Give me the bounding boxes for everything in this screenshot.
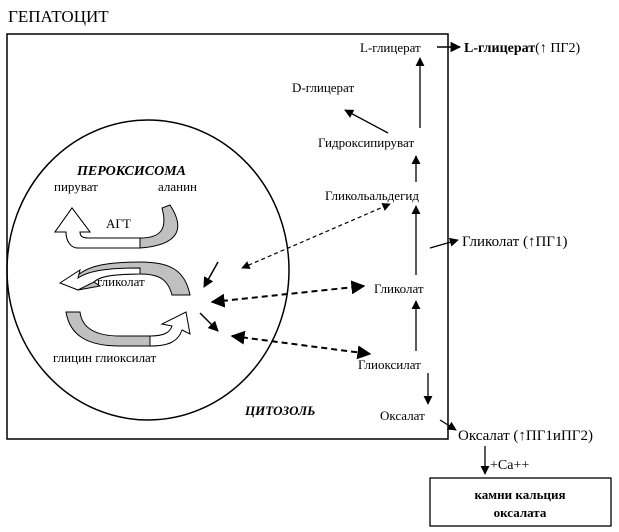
peroxisome-title: ПЕРОКСИСОМА [76,164,186,179]
arrow-peroxisome-in-1 [203,261,219,288]
oxalate-exit-label: Оксалат (↑ПГ1иПГ2) [458,428,593,444]
cytosol-label: ЦИТОЗОЛЬ [244,403,315,418]
agt-label: АГТ [106,216,131,231]
arrow-glycolate-exit [429,237,459,249]
agt-cycle-arrow [54,204,179,249]
calcium-label: +Ca++ [490,458,529,473]
d-glycerate-node: D-глицерат [292,80,354,95]
glycolate-exit-label: Гликолат (↑ПГ1) [462,234,567,250]
kidney-stones-box [429,477,612,527]
stones-line-2: оксалата [494,505,547,520]
transport-glycolaldehyde-peroxisome [241,203,391,269]
glycine-glyoxylate-label: глицин глиоксилат [53,350,156,365]
transport-glyoxylate-peroxisome [230,330,372,360]
transport-glycolate-peroxisome [210,280,366,308]
oxalate-node: Оксалат [380,408,425,423]
peroxisome-ellipse [6,119,290,421]
hepatocyte-box [6,33,449,440]
hepatocyte-title: ГЕПАТОЦИТ [8,7,109,26]
stones-line-1: камни кальция [475,487,566,502]
l-glycerate-node: L-глицерат [360,40,421,55]
arrow-peroxisome-in-2 [199,312,219,332]
hydroxypyruvate-node: Гидроксипируват [318,135,414,150]
arrow-oxalate-exit [439,419,457,431]
peroxisome-glycolate-label: гликолат [97,274,145,289]
glycine-cycle-arrow [65,311,191,347]
alanine-label: аланин [158,179,197,194]
arrow-hydroxypyruvate-to-d-glycerate [344,109,389,134]
glycolaldehyde-node: Гликольальдегид [325,188,419,203]
l-glycerate-exit-label: L-глицерат(↑ ПГ2) [464,41,581,56]
glycolate-cycle-arrow [58,261,191,296]
pyruvate-label: пируват [54,179,98,194]
glycolate-node: Гликолат [374,281,424,296]
glyoxylate-node: Глиоксилат [358,357,421,372]
